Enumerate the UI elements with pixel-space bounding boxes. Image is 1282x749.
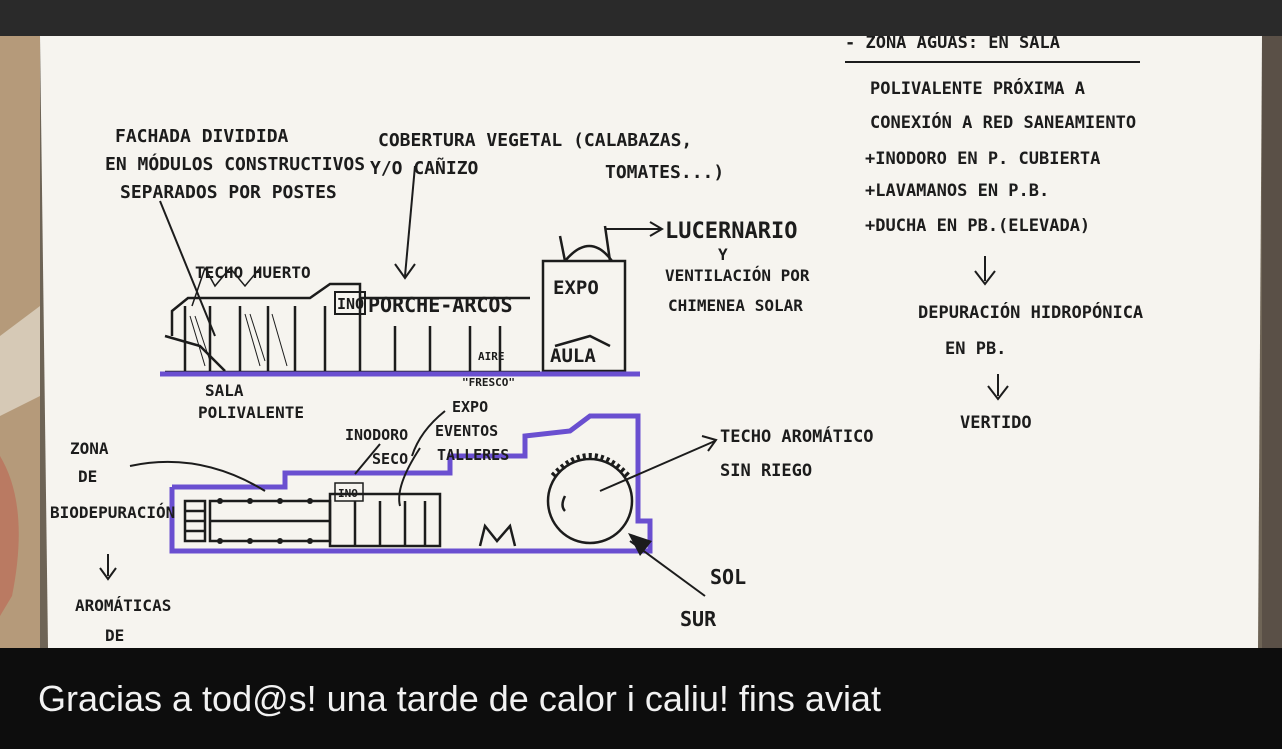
ino-box [334,291,366,315]
label-fachada: FACHADA DIVIDIDA EN MÓDULOS CONSTRUCTIVO… [105,126,376,203]
label-lucernario-sub: Y VENTILACIÓN POR CHIMENEA SOLAR [665,245,819,315]
top-frame-bar [0,0,1282,36]
label-ino: INO [337,295,364,313]
label-ino-plan: INO [338,487,358,500]
paper-scrap [0,306,40,416]
ino-plan-box [334,482,364,502]
sketch-photo: FACHADA DIVIDIDA EN MÓDULOS CONSTRUCTIVO… [0,36,1282,648]
label-depuracion: DEPURACIÓN HIDROPÓNICA EN PB. [918,301,1153,359]
plan-ink-drawing [183,453,634,548]
label-techo-huerto: TECHO HUERTO [195,263,311,282]
label-inodoro: INODORO SECO [345,426,417,468]
label-expo-top: EXPO [553,277,599,299]
label-aromaticas: AROMÁTICAS DE [75,596,181,645]
wall-hatching [189,313,288,367]
arrow-head-sol [628,533,652,556]
label-sur: SUR [680,607,717,631]
label-porche: PORCHE-ARCOS [368,293,513,317]
table-edge-right [1262,36,1282,648]
label-zona-aguas: - ZONA AGUAS: EN SALA POLIVALENTE PRÓXIM… [845,36,1146,236]
label-vertido: VERTIDO [960,413,1032,433]
label-sala: SALA POLIVALENTE [198,381,304,422]
label-zona-bio: ZONA DE BIODEPURACIÓN [50,439,175,522]
label-aire: AIRE "FRESCO" [462,350,515,389]
label-sol: SOL [710,565,746,589]
label-techo-aromatico: TECHO AROMÁTICO SIN RIEGO [720,425,884,481]
plan-dots [217,498,313,544]
label-lucernario: LUCERNARIO [665,219,797,244]
label-cobertura: COBERTURA VEGETAL (CALABAZAS, Y/O CAÑIZO… [370,130,724,183]
label-expo-eventos: EXPO EVENTOS TALLERES [435,398,509,464]
subtitle-text: Gracias a tod@s! una tarde de calor i ca… [38,678,881,719]
sketch-drawing: FACHADA DIVIDIDA EN MÓDULOS CONSTRUCTIVO… [0,36,1282,648]
subtitle-bar: Gracias a tod@s! una tarde de calor i ca… [0,648,1282,749]
red-marks [0,456,19,616]
label-aula: AULA [550,345,596,367]
leader-arrows [99,165,1009,597]
